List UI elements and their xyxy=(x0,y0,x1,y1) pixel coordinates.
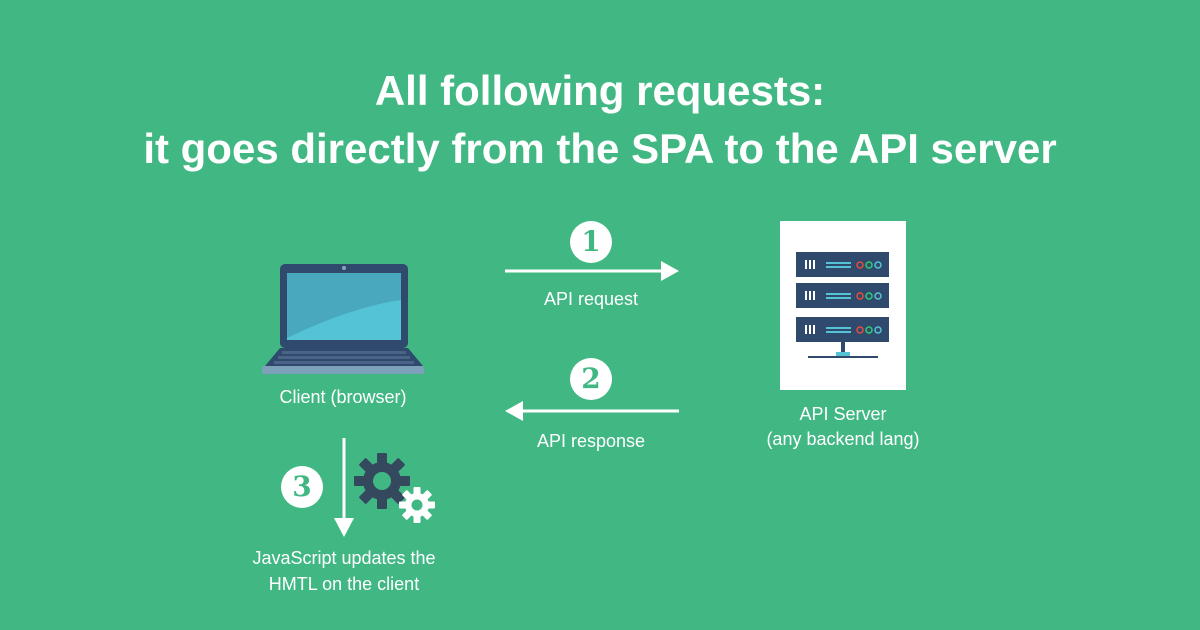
server-unit xyxy=(796,317,889,342)
laptop-icon xyxy=(262,264,424,374)
request-label: API request xyxy=(543,289,639,309)
step-3-badge: 3 xyxy=(281,466,323,508)
response-arrow xyxy=(505,401,679,421)
request-arrow xyxy=(505,261,679,281)
client-label: Client (browser) xyxy=(279,387,407,407)
gears-icon xyxy=(354,453,435,523)
response-label: API response xyxy=(536,431,646,451)
large-gear xyxy=(354,453,410,509)
server-unit xyxy=(796,252,889,277)
step-2-badge: 2 xyxy=(570,358,612,400)
title-line-1: All following requests: xyxy=(374,67,826,114)
update-label-line-2: HMTL on the client xyxy=(268,574,420,594)
update-arrow xyxy=(334,438,354,537)
update-label-line-1: JavaScript updates the xyxy=(252,548,436,568)
server-label-line-2: (any backend lang) xyxy=(766,429,920,449)
step-1-badge: 1 xyxy=(570,221,612,263)
server-unit xyxy=(796,283,889,308)
small-gear xyxy=(399,487,435,523)
title-line-2: it goes directly from the SPA to the API… xyxy=(143,125,1057,172)
server-label-line-1: API Server xyxy=(799,404,887,424)
server-rack-icon xyxy=(780,221,906,390)
